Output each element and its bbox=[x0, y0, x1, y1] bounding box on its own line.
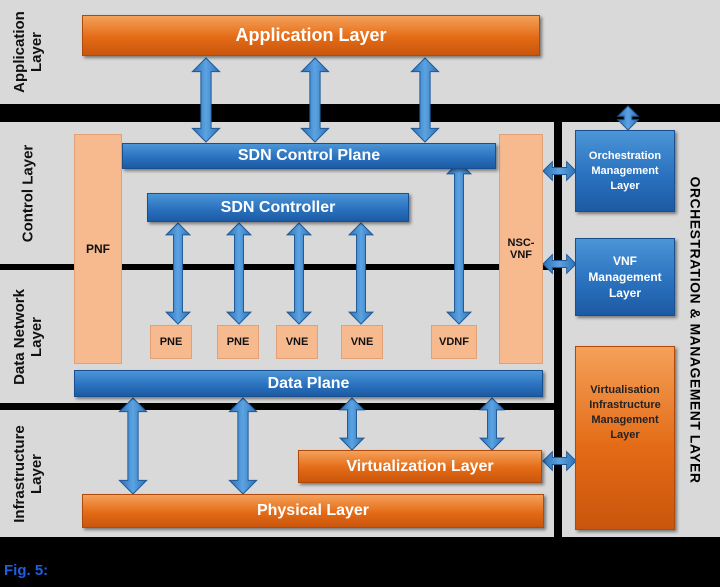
data-network-layer-label: Data Network Layer bbox=[11, 288, 46, 385]
control-layer-label: Control Layer bbox=[19, 144, 37, 242]
sdn-controller-box: SDN Controller bbox=[147, 193, 409, 222]
application-layer-box: Application Layer bbox=[82, 15, 540, 56]
vne-box: VNE bbox=[276, 325, 318, 359]
orchestration-management-box: Orchestration Management Layer bbox=[575, 130, 675, 212]
infrastructure-layer-label: Infrastructure Layer bbox=[11, 424, 45, 523]
application-layer-label: Application Layer bbox=[11, 11, 46, 93]
vnf-management-box: VNF Management Layer bbox=[575, 238, 675, 316]
data-plane-box: Data Plane bbox=[74, 370, 543, 397]
figure-caption: Fig. 5: bbox=[4, 562, 49, 579]
nsc-vnf-box: NSC- VNF bbox=[499, 134, 543, 364]
physical-layer-box: Physical Layer bbox=[82, 494, 544, 528]
pnf-box: PNF bbox=[74, 134, 122, 364]
orchestration-management-layer-label: ORCHESTRATION & MANAGEMENT LAYER bbox=[687, 176, 703, 484]
virtualization-layer-box: Virtualization Layer bbox=[298, 450, 542, 483]
vne-box: VNE bbox=[341, 325, 383, 359]
pne-box: PNE bbox=[217, 325, 259, 359]
virtualisation-infrastructure-management-box: Virtualisation Infrastructure Management… bbox=[575, 346, 675, 530]
sdn-control-plane-box: SDN Control Plane bbox=[122, 143, 496, 169]
pne-box: PNE bbox=[150, 325, 192, 359]
vdnf-box: VDNF bbox=[431, 325, 477, 359]
